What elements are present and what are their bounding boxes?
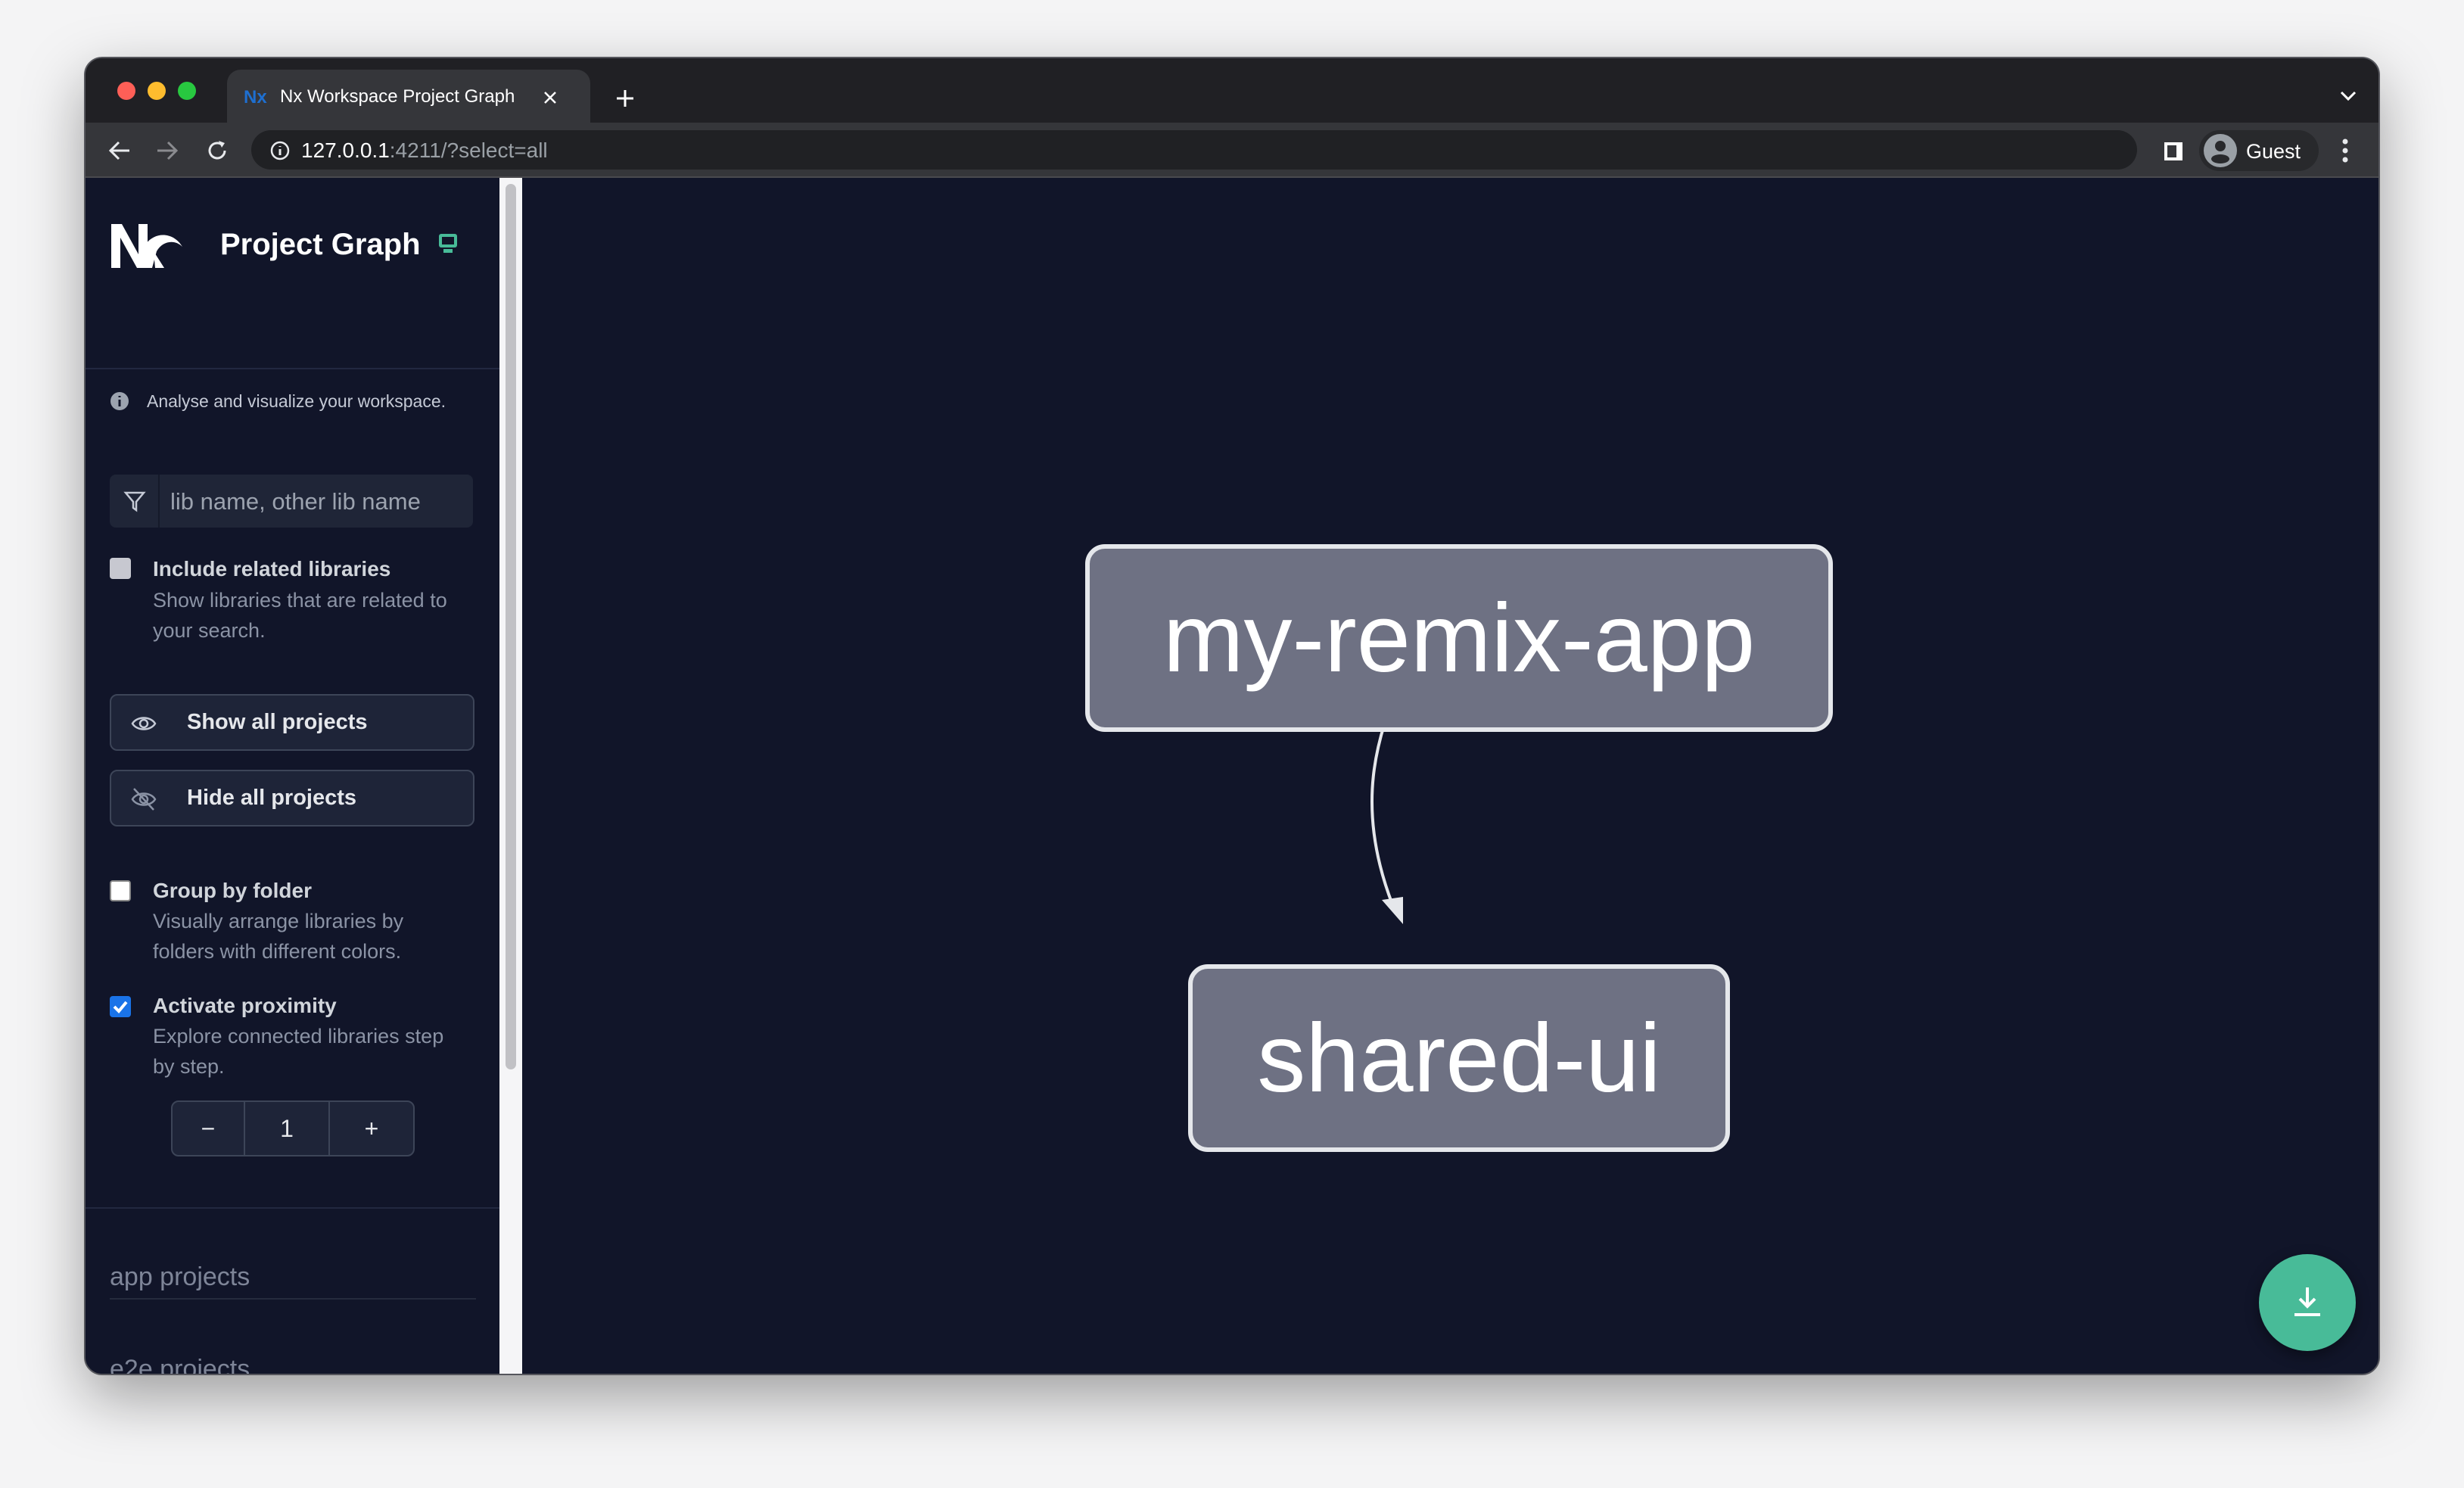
- divider: [86, 1207, 499, 1209]
- download-icon: [2294, 1287, 2320, 1316]
- graph-node[interactable]: my-remix-app: [1085, 544, 1833, 732]
- browser-toolbar: 127.0.0.1:4211/?select=all Guest: [86, 123, 2378, 178]
- info-icon: [110, 392, 129, 410]
- profile-button[interactable]: Guest: [2199, 130, 2319, 171]
- download-button[interactable]: [2259, 1254, 2356, 1351]
- filter-placeholder: lib name, other lib name: [170, 488, 421, 515]
- show-all-projects-button[interactable]: Show all projects: [110, 694, 474, 751]
- show-all-label: Show all projects: [187, 710, 368, 734]
- stepper-value[interactable]: 1: [245, 1102, 330, 1155]
- reload-icon[interactable]: [205, 139, 229, 163]
- eye-icon: [131, 717, 157, 730]
- url-text: 127.0.0.1:4211/?select=all: [301, 139, 548, 162]
- sidebar-scrollbar[interactable]: [499, 178, 522, 1374]
- tab-search-chevron-icon[interactable]: [2339, 90, 2357, 102]
- close-window-button[interactable]: [117, 82, 135, 100]
- tab-active[interactable]: Nx Nx Workspace Project Graph: [227, 70, 590, 124]
- back-icon[interactable]: [108, 139, 131, 162]
- close-tab-icon[interactable]: [543, 91, 557, 104]
- maximize-window-button[interactable]: [178, 82, 196, 100]
- browser-window: Nx Nx Workspace Project Graph 127.0.0.1:…: [84, 57, 2380, 1375]
- site-info-icon[interactable]: [269, 140, 291, 161]
- section-app-projects: app projects: [110, 1262, 250, 1291]
- check-icon: [113, 1001, 128, 1013]
- svg-text:Nx: Nx: [244, 87, 267, 106]
- increment-button[interactable]: +: [364, 1114, 379, 1142]
- minimize-window-button[interactable]: [148, 82, 166, 100]
- include-related-label: Include related libraries: [153, 557, 391, 581]
- proximity-label: Activate proximity: [153, 994, 337, 1017]
- group-by-folder-label: Group by folder: [153, 879, 312, 902]
- divider: [86, 368, 499, 369]
- more-menu-icon[interactable]: [2341, 136, 2350, 165]
- app-title: Project Graph: [220, 228, 421, 261]
- forward-icon[interactable]: [156, 139, 179, 162]
- eye-off-icon: [131, 788, 157, 811]
- filter-input[interactable]: lib name, other lib name: [110, 475, 473, 528]
- include-related-checkbox[interactable]: [110, 558, 131, 579]
- avatar-icon: [2204, 134, 2237, 167]
- decrement-button[interactable]: −: [173, 1102, 245, 1155]
- hide-all-label: Hide all projects: [187, 786, 357, 810]
- group-by-folder-checkbox[interactable]: [110, 880, 131, 901]
- side-panel-icon[interactable]: [2163, 141, 2184, 162]
- monitor-icon: [439, 234, 457, 253]
- nx-favicon-icon: Nx: [244, 87, 267, 106]
- hide-all-projects-button[interactable]: Hide all projects: [110, 770, 474, 826]
- address-bar[interactable]: 127.0.0.1:4211/?select=all: [251, 130, 2137, 170]
- scrollbar-thumb[interactable]: [506, 184, 516, 1069]
- new-tab-icon[interactable]: [615, 89, 635, 108]
- tab-title: Nx Workspace Project Graph: [280, 86, 515, 107]
- section-e2e-projects: e2e projects: [110, 1355, 250, 1375]
- arrowhead-icon: [1382, 897, 1403, 924]
- graph-edges: [1370, 674, 1405, 924]
- proximity-stepper: − 1 +: [171, 1100, 415, 1156]
- info-text: Analyse and visualize your workspace.: [147, 391, 446, 411]
- profile-name: Guest: [2246, 140, 2301, 163]
- proximity-checkbox[interactable]: [110, 996, 131, 1017]
- filter-icon: [123, 491, 146, 512]
- graph-node[interactable]: shared-ui: [1188, 964, 1730, 1152]
- tab-strip: Nx Nx Workspace Project Graph: [86, 58, 2378, 124]
- sidebar: Project Graph Analyse and visualize your…: [86, 178, 499, 1375]
- graph-canvas[interactable]: my-remix-app shared-ui: [522, 178, 2378, 1374]
- nx-logo-icon: [111, 224, 182, 268]
